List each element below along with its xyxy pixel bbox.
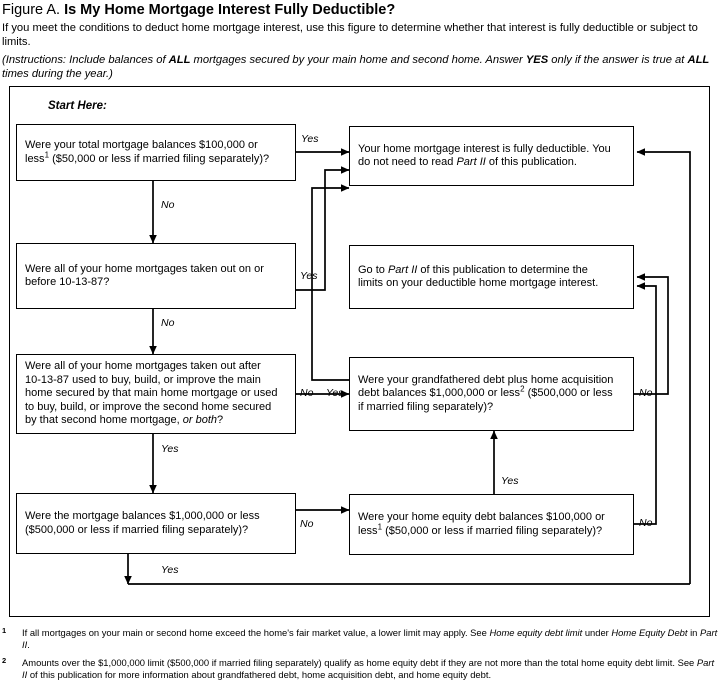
r1-line2-a: do not need to read bbox=[358, 156, 457, 168]
edge-label-q4-yes: Yes bbox=[161, 564, 179, 576]
fn1-d: . bbox=[27, 638, 30, 650]
question-node-taken-out-before-1987[interactable]: Were all of your home mortgages taken ou… bbox=[16, 243, 296, 309]
q3-line4: to buy, build, or improve the second hom… bbox=[25, 400, 272, 413]
q3-line2: 10-13-87 used to buy, build, or improve … bbox=[25, 373, 261, 386]
q3-line5-b: ? bbox=[217, 414, 224, 427]
q5-line1: Were your grandfathered debt plus home a… bbox=[358, 373, 614, 386]
edge-label-q1-yes: Yes bbox=[301, 133, 319, 145]
start-here-label: Start Here: bbox=[48, 100, 107, 112]
question-node-total-balances[interactable]: Were your total mortgage balances $100,0… bbox=[16, 124, 296, 181]
q3-line3: home secured by that main home mortgage … bbox=[25, 387, 278, 400]
instructions-prefix: (Instructions: Include balances of bbox=[2, 54, 169, 66]
r2-line1-b: of this publication to determine the bbox=[417, 263, 588, 276]
instructions-mid-2: only if the answer is true at bbox=[548, 54, 688, 66]
r2-part-ii: Part II bbox=[387, 263, 418, 276]
fn1-b: under bbox=[582, 627, 612, 638]
fn1-em-1: Home equity debt limit bbox=[489, 627, 583, 638]
question-node-home-equity-balances[interactable]: Were your home equity debt balances $100… bbox=[349, 494, 634, 555]
q1-lead2: less bbox=[25, 152, 45, 165]
fn2-a: Amounts over the $1,000,000 limit ($500,… bbox=[22, 657, 697, 668]
r2-line1-a: Go to bbox=[358, 263, 388, 276]
footnote-1: 1 If all mortgages on your main or secon… bbox=[2, 626, 718, 650]
edge-label-q2-no: No bbox=[161, 317, 175, 329]
figure-title: Figure A. Is My Home Mortgage Interest F… bbox=[2, 2, 395, 18]
edge-label-q1-no: No bbox=[161, 199, 175, 211]
result-node-go-to-part-ii[interactable]: Go to Part II of this publication to det… bbox=[349, 245, 634, 309]
q1-line2: ($50,000 or less if married filing separ… bbox=[49, 152, 270, 165]
edge-label-q5-yes: Yes bbox=[326, 387, 344, 399]
instructions-suffix: times during the year.) bbox=[2, 67, 113, 80]
question-node-used-to-buy-build-improve[interactable]: Were all of your home mortgages taken ou… bbox=[16, 354, 296, 434]
q2-line2: before 10-13-87? bbox=[25, 276, 110, 288]
edge-label-q6-yes: Yes bbox=[501, 475, 519, 487]
q6-footnote-marker: 1 bbox=[377, 521, 383, 531]
question-node-balances-1000000[interactable]: Were the mortgage balances $1,000,000 or… bbox=[16, 493, 296, 554]
r1-line2-b: of this publication. bbox=[485, 156, 577, 168]
q6-line2: ($50,000 or less if married filing separ… bbox=[382, 524, 603, 537]
q3-line5-a: by that second home mortgage, bbox=[25, 414, 183, 427]
instructions-all-2: ALL bbox=[687, 54, 710, 66]
q4-line1: Were the mortgage balances $1,000,000 or… bbox=[25, 510, 260, 523]
q6-lead2: less bbox=[358, 524, 378, 537]
q1-line1: Were your total mortgage balances $100,0… bbox=[25, 139, 258, 152]
result-node-fully-deductible[interactable]: Your home mortgage interest is fully ded… bbox=[349, 126, 634, 186]
q6-line1: Were your home equity debt balances $100… bbox=[358, 511, 605, 524]
r1-part-ii: Part II bbox=[456, 156, 486, 168]
instructions-all-1: ALL bbox=[168, 54, 191, 66]
q3-line5-emphasis: or both bbox=[182, 414, 218, 427]
edge-label-q6-no: No bbox=[639, 517, 653, 529]
edge-label-q5-no: No bbox=[639, 387, 653, 399]
q5-line3: if married filing separately)? bbox=[358, 400, 494, 413]
q3-line1: Were all of your home mortgages taken ou… bbox=[25, 360, 261, 373]
q5-line2-b: ($500,000 or less bbox=[524, 387, 613, 400]
question-node-grandfathered-plus-acquisition[interactable]: Were your grandfathered debt plus home a… bbox=[349, 357, 634, 431]
footnote-1-marker: 1 bbox=[2, 626, 7, 635]
page-title: Is My Home Mortgage Interest Fully Deduc… bbox=[64, 2, 396, 18]
footnote-2: 2 Amounts over the $1,000,000 limit ($50… bbox=[2, 656, 718, 680]
q4-line2: ($500,000 or less if married filing sepa… bbox=[25, 523, 249, 536]
footnote-2-text: Amounts over the $1,000,000 limit ($500,… bbox=[2, 657, 718, 680]
footnote-2-marker: 2 bbox=[2, 656, 7, 665]
fn1-a: If all mortgages on your main or second … bbox=[22, 627, 490, 638]
fn1-em-3: Part II bbox=[22, 627, 718, 650]
instructions-mid: mortgages secured by your main home and … bbox=[190, 54, 526, 66]
edge-label-q2-yes: Yes bbox=[300, 270, 318, 282]
edge-label-q3-yes: Yes bbox=[161, 443, 179, 455]
edge-label-q4-no: No bbox=[300, 518, 314, 530]
q1-footnote-marker: 1 bbox=[44, 149, 50, 159]
instructions-yes: YES bbox=[525, 54, 549, 66]
footnote-1-text: If all mortgages on your main or second … bbox=[2, 627, 718, 650]
figure-instructions: (Instructions: Include balances of ALL m… bbox=[2, 54, 718, 81]
r2-line2: limits on your deductible home mortgage … bbox=[358, 277, 599, 289]
r1-line1: Your home mortgage interest is fully ded… bbox=[358, 142, 611, 155]
figure-label: Figure A. bbox=[2, 2, 61, 18]
fn1-em-2: Home Equity Debt bbox=[611, 627, 688, 638]
q2-line1: Were all of your home mortgages taken ou… bbox=[25, 262, 264, 275]
q5-line2-a: debt balances $1,000,000 or less bbox=[358, 387, 521, 400]
fn2-em-1: Part II bbox=[22, 657, 715, 680]
fn1-c: in bbox=[687, 627, 700, 638]
fn2-b: of this publication for more information… bbox=[27, 668, 492, 680]
figure-intro: If you meet the conditions to deduct hom… bbox=[2, 22, 698, 48]
edge-label-q3-no: No bbox=[300, 387, 314, 399]
q5-footnote-marker: 2 bbox=[520, 384, 525, 394]
